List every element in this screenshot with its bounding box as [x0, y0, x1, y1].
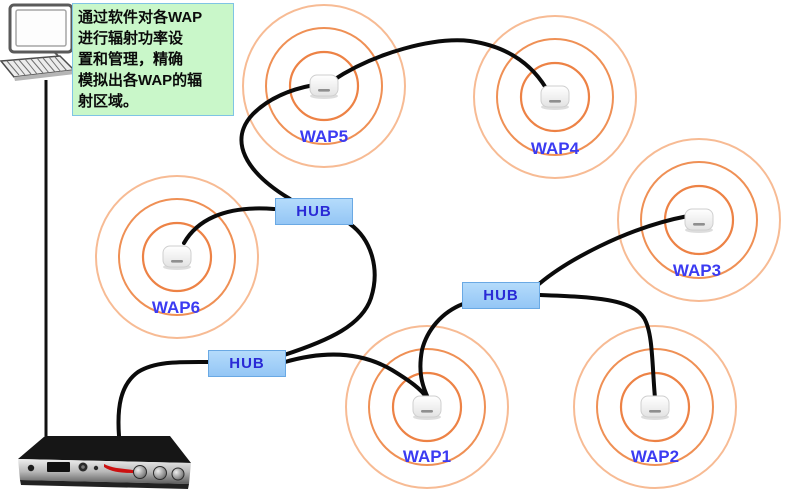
- wap6-access-point-icon: [162, 245, 192, 270]
- wap6-label: WAP6: [151, 298, 201, 317]
- wap3-coverage-rings: [617, 138, 781, 302]
- wap4-access-point-icon: [540, 85, 570, 110]
- note-line-1: 通过软件对各WAP: [78, 9, 203, 26]
- wap4-coverage-rings: [473, 15, 637, 179]
- wap3-label: WAP3: [672, 261, 722, 280]
- note-line-2: 进行辐射功率设: [78, 30, 184, 47]
- wap1-coverage-rings: [345, 325, 509, 489]
- cable-hub-bottom-hub-top: [282, 222, 377, 357]
- wap5-access-point-icon: [309, 74, 339, 99]
- hub-box-top: HUB: [275, 198, 353, 225]
- wap1-label: WAP1: [402, 447, 452, 466]
- wap2-access-point-icon: [640, 395, 670, 420]
- hub-right-label: HUB: [483, 287, 519, 304]
- hub-box-right: HUB: [462, 282, 540, 309]
- wap1-access-point-icon: [412, 395, 442, 420]
- wap2-label: WAP2: [630, 447, 680, 466]
- wap3-access-point-icon: [684, 208, 714, 233]
- hub-bottom-left-label: HUB: [229, 355, 265, 372]
- cable-hub-top-wap5: [239, 83, 316, 201]
- note-line-3: 置和管理，精确: [78, 51, 184, 68]
- annotation-note: 通过软件对各WAP 进行辐射功率设 置和管理，精确 模拟出各WAP的辐 射区域。: [72, 3, 234, 116]
- cable-hub-right-wap1: [418, 302, 465, 400]
- wap6-coverage-rings: [95, 175, 259, 339]
- note-line-5: 射区域。: [78, 93, 139, 110]
- wap5-label: WAP5: [299, 127, 349, 146]
- cable-hub-bottom-wap1: [283, 352, 429, 400]
- cable-hub-right-wap2: [538, 293, 657, 400]
- note-line-4: 模拟出各WAP的辐: [78, 72, 203, 89]
- cable-wap6-hub-top: [182, 206, 276, 245]
- hub-box-bottom-left: HUB: [208, 350, 286, 377]
- wap4-label: WAP4: [530, 139, 580, 158]
- hub-top-label: HUB: [296, 203, 332, 220]
- computer-icon: [0, 3, 76, 81]
- wap5-coverage-rings: [242, 4, 406, 168]
- wireless-controller-icon: [18, 436, 191, 489]
- cable-hub-right-wap3: [537, 214, 690, 286]
- cable-wap5-wap4: [330, 38, 548, 90]
- cable-controller-hub-bottom: [116, 359, 210, 438]
